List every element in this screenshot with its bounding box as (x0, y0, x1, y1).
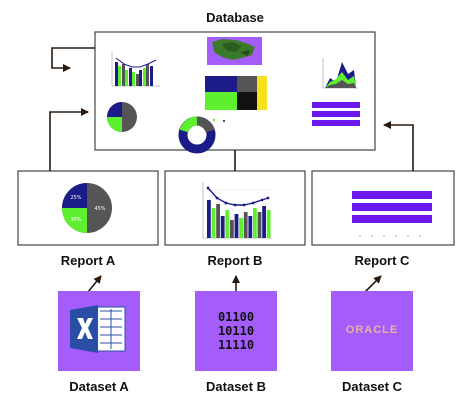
db-pie-thumbnail (107, 102, 137, 132)
pie-slice-green (62, 208, 87, 233)
report-c-bar-1 (352, 191, 432, 199)
report-c-to-database-arrow (383, 121, 414, 171)
dataset-a-arrow (87, 275, 102, 293)
report-b-bar (248, 216, 253, 238)
report-b-bar (216, 204, 220, 238)
loop-arrow (51, 47, 95, 72)
db-donut-thumbnail (178, 116, 226, 154)
db-map-thumbnail (207, 37, 262, 65)
report-c-bar-2 (352, 203, 432, 211)
db-bar-line-thumbnail (111, 52, 160, 87)
report-b-bars (207, 200, 271, 238)
database-title: Database (206, 10, 264, 25)
report-a-pie-chart: 25% 45% 30% (62, 183, 112, 233)
report-b-trend-line (207, 187, 269, 206)
report-b-bar (220, 216, 225, 238)
report-b-bar (266, 210, 271, 238)
db-area-thumbnail (322, 58, 358, 89)
report-a-label: Report A (60, 253, 116, 268)
binary-line-2: 10110 (218, 324, 254, 338)
report-b-bar-line-chart (202, 182, 272, 239)
binary-line-1: 01100 (218, 310, 254, 324)
report-b-bar (225, 210, 230, 238)
report-b-bar (243, 212, 248, 238)
report-b-bar (262, 206, 266, 238)
report-b-bar (207, 200, 211, 238)
dataset-a-label: Dataset A (69, 379, 129, 394)
dataset-b-tile: 01100 10110 11110 (195, 291, 277, 371)
pie-label-navy: 25% (70, 195, 81, 201)
dataset-c-arrow (364, 275, 382, 293)
oracle-logo: ORACLE (346, 324, 398, 336)
report-a-to-database-arrow (49, 108, 89, 171)
report-b-bar (239, 218, 243, 238)
report-b-bar (234, 214, 239, 238)
binary-line-3: 11110 (218, 338, 254, 352)
report-c-bars-chart (352, 191, 432, 237)
report-b-bar (211, 208, 216, 238)
report-b-bar (257, 212, 262, 238)
pie-label-green: 30% (70, 217, 81, 223)
dataset-c-label: Dataset C (342, 379, 402, 394)
report-b-label: Report B (207, 253, 263, 268)
dataset-c-tile: ORACLE (331, 291, 413, 371)
report-c-label: Report C (354, 253, 410, 268)
db-treemap-thumbnail (205, 76, 267, 110)
report-b-bar (230, 220, 234, 238)
db-bars-thumbnail (312, 102, 360, 126)
dataset-a-tile (58, 291, 140, 371)
pie-slice-navy (62, 183, 87, 208)
pie-label-gray: 45% (94, 206, 105, 212)
report-b-bar (253, 208, 257, 238)
dataset-b-label: Dataset B (206, 379, 266, 394)
report-c-bar-3 (352, 215, 432, 223)
excel-icon (70, 305, 126, 353)
